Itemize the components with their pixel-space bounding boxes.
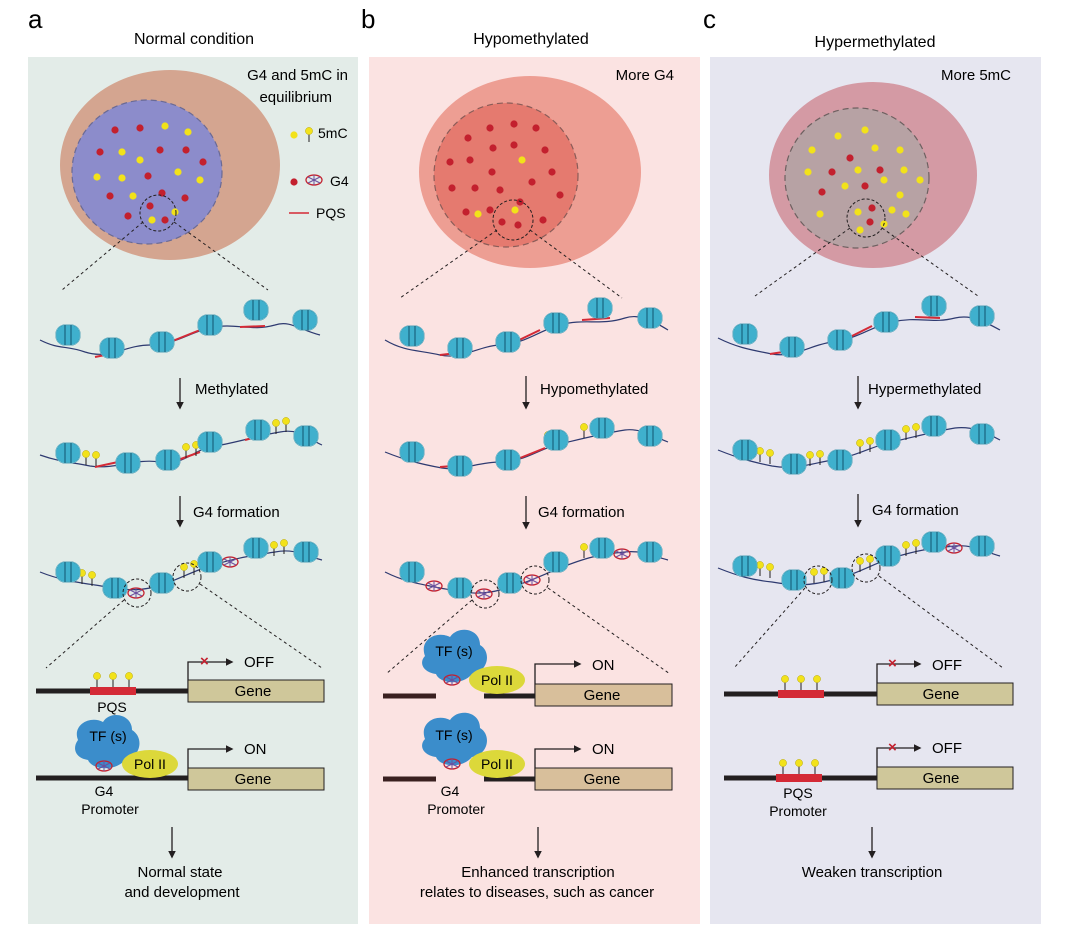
legend-g4-label: G4 (330, 173, 349, 189)
chromatin-b-3 (384, 537, 669, 600)
pol-label-b-1: Pol II (481, 672, 513, 688)
g4-label-a: G4 (95, 783, 114, 799)
chromatin-a-1 (39, 299, 321, 359)
step-b-1: Hypomethylated (540, 381, 648, 398)
panel-b-title: Hypomethylated (473, 31, 589, 48)
panel-a-title: Normal condition (134, 31, 254, 48)
nucleus-note-c: More 5mC (941, 67, 1011, 84)
legend-a: 5mC G4 PQS (289, 125, 349, 221)
nucleus-b (433, 102, 579, 248)
chromatin-a-3 (39, 537, 323, 599)
outcome-a-2: and development (124, 884, 240, 901)
nucleus-c-dots (804, 126, 924, 234)
zoom-circle-b-3 (520, 565, 550, 595)
nucleus-c (784, 107, 930, 249)
step-c-1: Hypermethylated (868, 381, 981, 398)
panel-c-title: Hypermethylated (815, 34, 936, 51)
step-b-2: G4 formation (538, 504, 625, 521)
promoter-label-b: Promoter (427, 801, 485, 817)
chromatin-c-1 (717, 295, 1001, 358)
nucleus-a (71, 99, 223, 245)
nucleus-a-dots (93, 122, 207, 224)
zoom-circle-a (139, 194, 177, 232)
chromatin-c-2 (717, 415, 1001, 475)
g4-label-b: G4 (441, 783, 460, 799)
switch-on-a: ON (244, 741, 267, 758)
gene-off-c-1: × OFF Gene (724, 655, 1014, 706)
legend-5mc-label: 5mC (318, 125, 348, 141)
gene-on-b-2: TF (s) Pol II ON Gene G4 Promoter (383, 712, 673, 817)
gene-label-a-2: Gene (235, 771, 272, 788)
promoter-label-a: Promoter (81, 801, 139, 817)
gene-off-a: × OFF Gene PQS (36, 653, 325, 715)
pqs-label-a: PQS (97, 699, 127, 715)
gene-off-c-2: × OFF Gene PQS Promoter (724, 739, 1014, 819)
cross-icon-c-1: × (888, 655, 897, 672)
switch-off-c-1: OFF (932, 657, 962, 674)
promoter-label-c: Promoter (769, 803, 827, 819)
gene-label-c-2: Gene (923, 770, 960, 787)
outcome-b-2: relates to diseases, such as cancer (420, 884, 654, 901)
zoom-circle-b (492, 199, 534, 241)
gene-label-b-1: Gene (584, 687, 621, 704)
outcome-b-1: Enhanced transcription (461, 864, 614, 881)
panel-b-letter: b (361, 4, 375, 34)
panel-c: More 5mC Hypermethylated G4 formation (717, 67, 1014, 881)
gene-on-b-1: TF (s) Pol II ON Gene (383, 629, 673, 707)
zoom-circle-c (846, 198, 886, 238)
panel-c-letter: c (703, 4, 716, 34)
pqs-label-c: PQS (783, 785, 813, 801)
gene-on-a: TF (s) Pol II ON Gene G4 Promoter (36, 715, 325, 817)
zoom-circle-a-3 (172, 562, 202, 592)
zoom-circle-c-2 (803, 565, 833, 595)
gene-label-a-1: Gene (235, 683, 272, 700)
step-a-2: G4 formation (193, 504, 280, 521)
step-c-2: G4 formation (872, 502, 959, 519)
gene-label-b-2: Gene (584, 771, 621, 788)
switch-off-a: OFF (244, 654, 274, 671)
chromatin-b-1 (384, 297, 669, 359)
pol-label-a: Pol II (134, 756, 166, 772)
cross-icon-a: × (200, 653, 209, 670)
zoom-circle-a-2 (122, 578, 152, 608)
outcome-a-1: Normal state (137, 864, 222, 881)
cross-icon-c-2: × (888, 739, 897, 756)
panel-a-letter: a (28, 4, 43, 34)
tf-label-b-1: TF (s) (435, 643, 472, 659)
nucleus-note-b: More G4 (616, 67, 674, 84)
chromatin-c-3 (717, 531, 1001, 591)
panel-b: More G4 Hypomethylated G4 formation (383, 67, 674, 901)
legend-pqs-label: PQS (316, 205, 346, 221)
chromatin-b-2 (384, 417, 669, 477)
zoom-circle-c-3 (851, 553, 881, 583)
nucleus-b-dots (446, 120, 564, 229)
switch-off-c-2: OFF (932, 740, 962, 757)
switch-on-b-1: ON (592, 657, 615, 674)
pol-label-b-2: Pol II (481, 756, 513, 772)
outcome-c-1: Weaken transcription (802, 864, 943, 881)
chromatin-a-2 (39, 416, 323, 474)
step-a-1: Methylated (195, 381, 268, 398)
tf-label-a: TF (s) (89, 728, 126, 744)
tf-label-b-2: TF (s) (435, 727, 472, 743)
switch-on-b-2: ON (592, 741, 615, 758)
gene-label-c-1: Gene (923, 686, 960, 703)
zoom-circle-b-2 (470, 579, 500, 609)
